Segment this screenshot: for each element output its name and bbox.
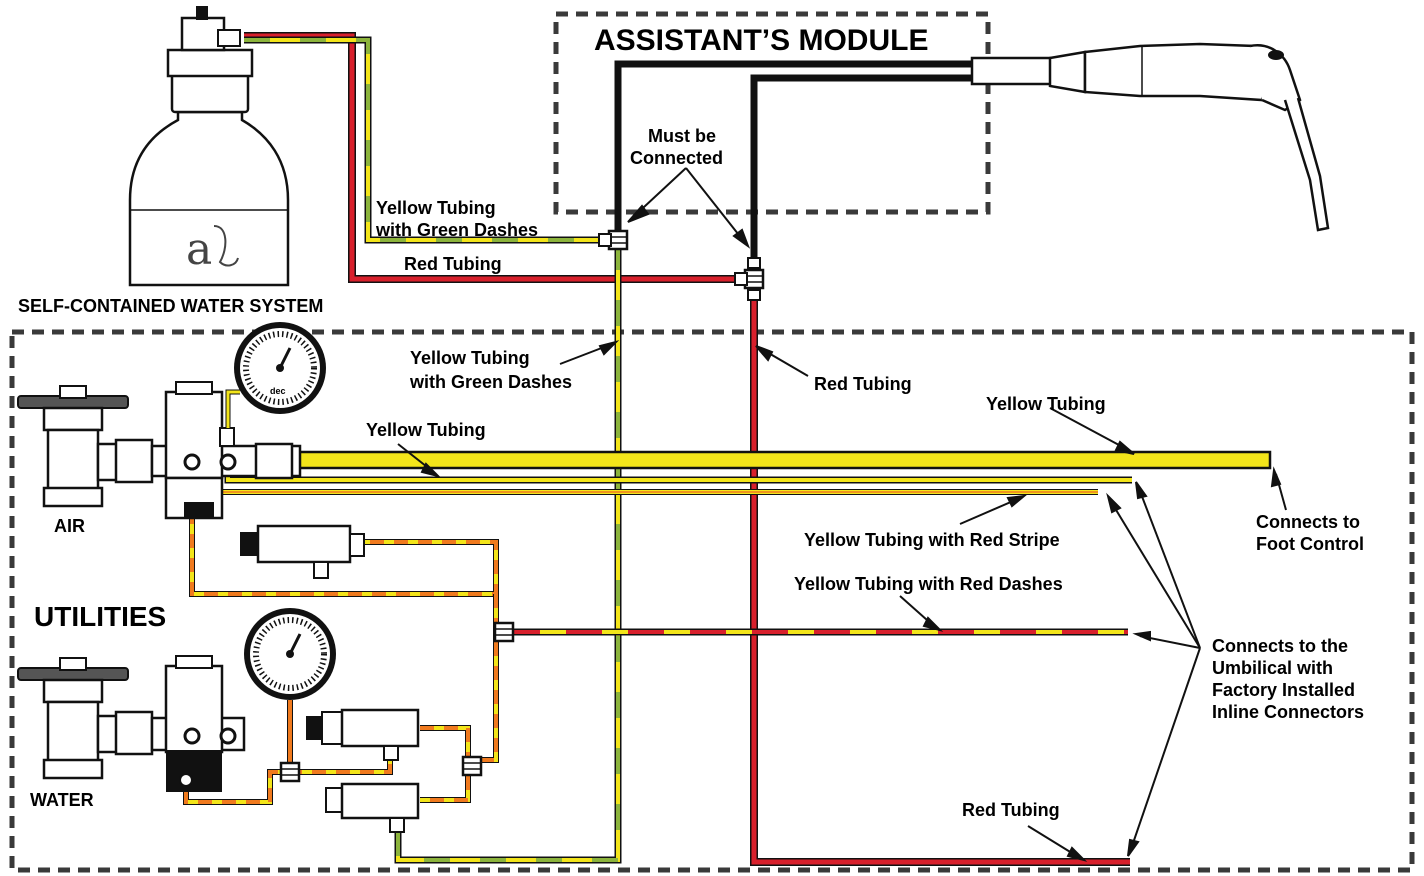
connects-foot-label-2: Foot Control <box>1256 534 1364 554</box>
valve-icon <box>17 385 154 508</box>
utilities-label: UTILITIES <box>34 601 166 632</box>
gauge-brand: dec <box>270 386 286 396</box>
yellow-right-label: Yellow Tubing <box>986 394 1106 414</box>
assistants-module-box <box>553 11 991 215</box>
must-be-label-1: Must be <box>648 126 716 146</box>
umbilical-label-4: Inline Connectors <box>1212 702 1364 722</box>
bottle-icon: a <box>128 6 290 287</box>
umbilical-label-3: Factory Installed <box>1212 680 1355 700</box>
yt-green-mid-label-2: with Green Dashes <box>409 372 572 392</box>
regulator-icon <box>240 524 365 579</box>
yt-green-top-label-1: Yellow Tubing <box>376 198 496 218</box>
air-label: AIR <box>54 516 85 536</box>
umbilical-label-1: Connects to the <box>1212 636 1348 656</box>
handpiece-icon <box>970 42 1330 232</box>
self-contained-label: SELF-CONTAINED WATER SYSTEM <box>18 296 323 316</box>
gauge-icon <box>234 322 326 414</box>
water-label: WATER <box>30 790 94 810</box>
gauge-icon <box>244 608 336 700</box>
red-top-label: Red Tubing <box>404 254 502 274</box>
umbilical-label-2: Umbilical with <box>1212 658 1333 678</box>
regulator-icon <box>306 708 420 833</box>
tee-connector-icon <box>493 621 515 643</box>
assistants-module-title: ASSISTANT’S MODULE <box>594 24 928 57</box>
yellow-left-label: Yellow Tubing <box>366 420 486 440</box>
red-mid-label: Red Tubing <box>814 374 912 394</box>
tee-connector-icon <box>461 755 483 777</box>
svg-text:a: a <box>186 224 212 275</box>
must-be-label-2: Connected <box>630 148 723 168</box>
regulator-icon <box>150 655 246 792</box>
connects-foot-label-1: Connects to <box>1256 512 1360 532</box>
tee-connector-icon <box>279 761 301 783</box>
regulator-icon <box>150 381 302 520</box>
red-stripe-label: Yellow Tubing with Red Stripe <box>804 530 1060 550</box>
utilities-box <box>9 329 1415 873</box>
yt-green-top-label-2: with Green Dashes <box>375 220 538 240</box>
valve-icon <box>17 657 154 780</box>
yt-green-mid-label-1: Yellow Tubing <box>410 348 530 368</box>
red-dashes-label: Yellow Tubing with Red Dashes <box>794 574 1063 594</box>
red-bottom-label: Red Tubing <box>962 800 1060 820</box>
